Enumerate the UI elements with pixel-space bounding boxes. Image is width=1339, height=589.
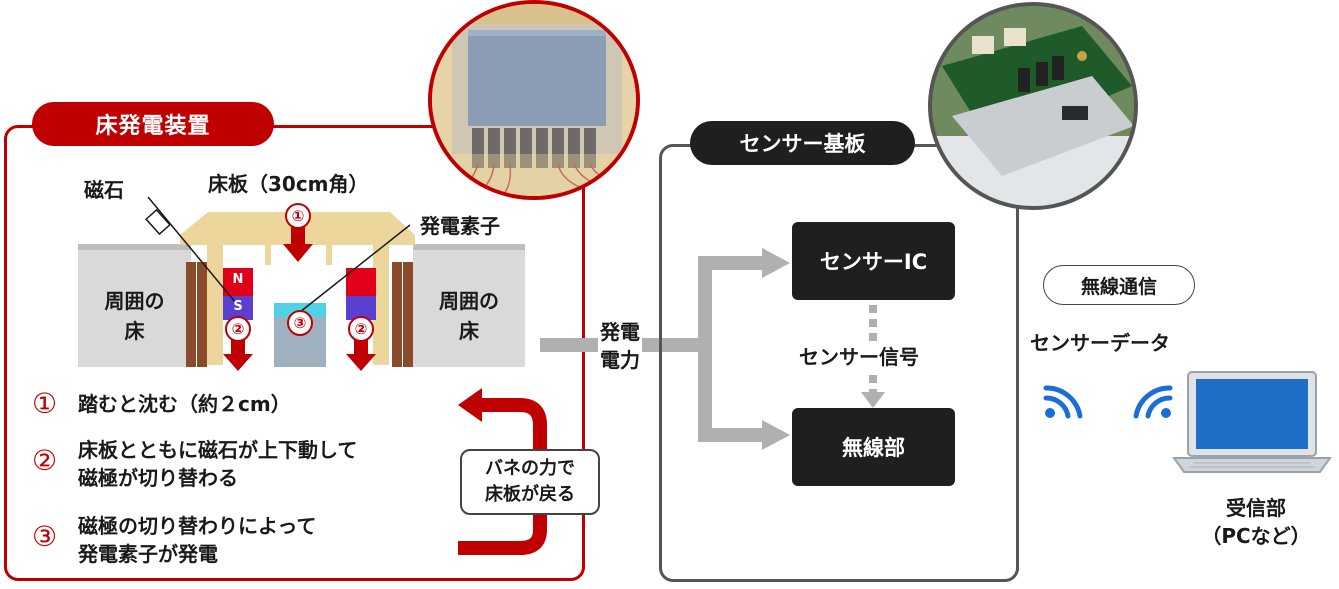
wireless-unit-text: 無線部 (842, 436, 905, 460)
surrounding-floor-right-label: 周囲の 床 (439, 289, 499, 343)
power-label: 発電 電力 (598, 318, 642, 374)
step-1-number: ① (32, 387, 58, 420)
wireless-badge: 無線通信 (1043, 265, 1195, 305)
spring-note-box: バネの力で 床板が戻る (460, 449, 600, 515)
receiver-label: 受信部 （PCなど） (1201, 496, 1311, 548)
step-2-number: ② (32, 444, 58, 477)
wifi-transmit-icon (1043, 385, 1083, 419)
sensor-board-photo (928, 2, 1138, 210)
surrounding-floor-left-label: 周囲の 床 (104, 289, 165, 343)
sensor-data-label: センサーデータ (1030, 331, 1170, 355)
laptop-icon (1172, 371, 1332, 473)
sensor-signal-label: センサー信号 (795, 341, 923, 370)
step-3-text: 磁極の切り替わりによって 発電素子が発電 (78, 514, 317, 566)
wireless-unit-box: 無線部 (792, 408, 955, 486)
step-3: ③ 磁極の切り替わりによって 発電素子が発電 (32, 512, 316, 568)
wifi-receive-icon (1133, 385, 1173, 419)
wireless-badge-text: 無線通信 (1080, 275, 1157, 298)
surrounding-floor-right-block (413, 247, 525, 367)
cross-section-diagram (78, 196, 547, 555)
surrounding-floor-left-block (78, 247, 191, 367)
sensor-board-title: センサー基板 (690, 121, 915, 165)
step-2: ② 床板とともに磁石が上下動して 磁極が切り替わる (32, 436, 357, 492)
step-2-text: 床板とともに磁石が上下動して 磁極が切り替わる (78, 438, 358, 490)
spring-note-text: バネの力で 床板が戻る (485, 458, 575, 505)
floor-generator-title: 床発電装置 (32, 102, 274, 146)
magnet-label: 磁石 (84, 178, 124, 202)
diagram-marker-2: ② (231, 320, 245, 338)
generator-element-label: 発電素子 (420, 214, 500, 238)
floor-device-photo (428, 0, 640, 200)
floor-generator-panel (4, 125, 585, 581)
diagram-marker-3: ③ (293, 314, 307, 332)
floor-board-label: 床板（30cm角） (208, 172, 369, 196)
sensor-ic-text: センサーIC (819, 250, 928, 274)
magnet-n-label: N (232, 272, 244, 287)
sensor-ic-box: センサーIC (792, 222, 955, 300)
step-1: ① 踏むと沈む（約２cm） (32, 388, 291, 420)
marker-1 (285, 203, 311, 229)
diagram-marker-1: ① (291, 207, 305, 225)
step-3-number: ③ (32, 520, 58, 553)
step-1-text: 踏むと沈む（約２cm） (78, 392, 291, 416)
sensor-board-title-text: センサー基板 (739, 132, 866, 156)
diagram-marker-2b: ② (354, 320, 368, 338)
magnet-s-label: S (233, 299, 243, 314)
floor-generator-title-text: 床発電装置 (95, 114, 211, 139)
